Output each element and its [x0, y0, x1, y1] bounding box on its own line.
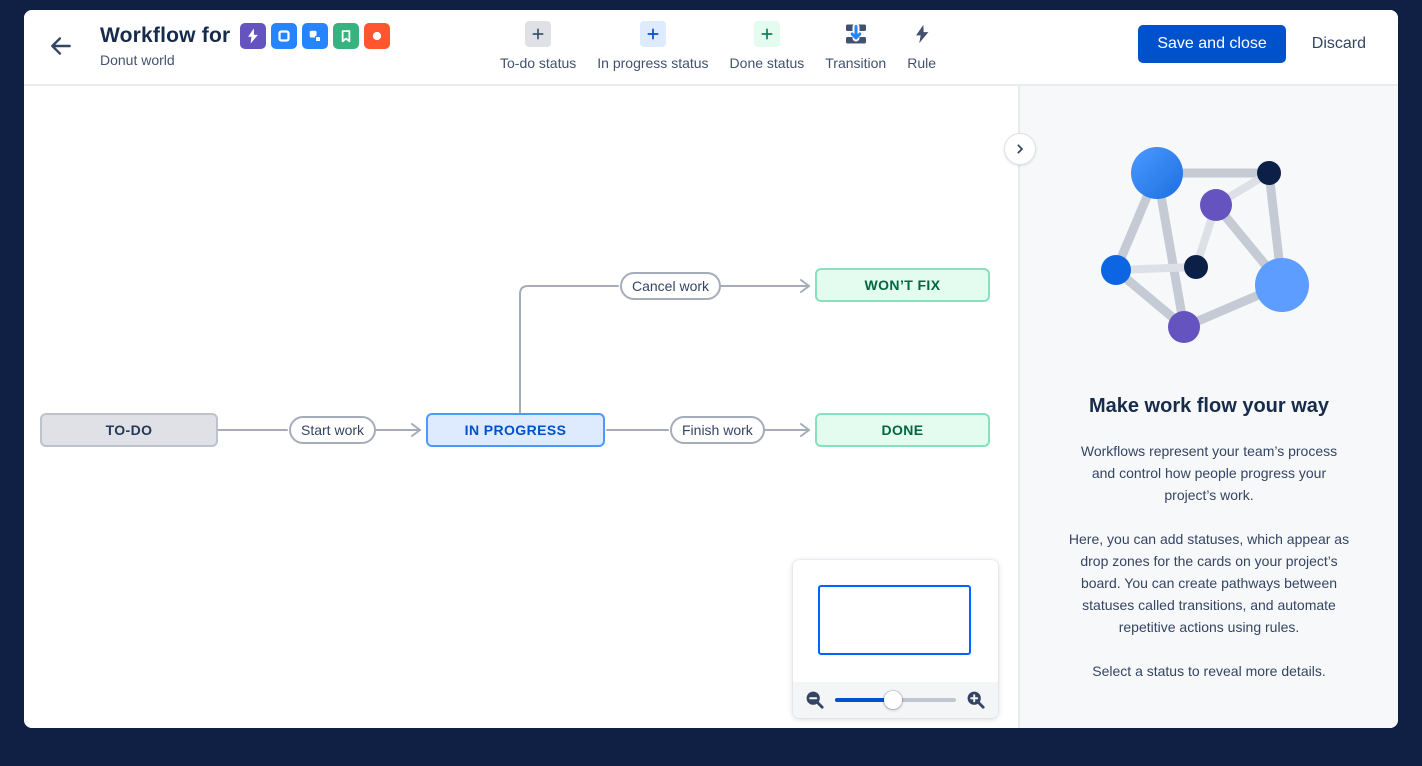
tool-label: In progress status	[597, 55, 709, 71]
bookmark-icon	[333, 23, 360, 49]
minimap-viewport[interactable]	[818, 585, 971, 655]
discard-button[interactable]: Discard	[1311, 35, 1366, 52]
magnifier-plus-icon	[967, 691, 985, 709]
network-graph-illustration	[1101, 147, 1309, 343]
sidebar-collapse-button[interactable]	[1004, 133, 1036, 165]
transition-start-work[interactable]: Start work	[289, 416, 377, 444]
workflow-subtitle: Donut world	[100, 52, 175, 68]
plus-icon	[753, 21, 780, 47]
zoom-bar	[793, 682, 998, 718]
page-title: Workflow for	[100, 24, 231, 47]
arrow-left-icon	[51, 36, 71, 55]
tool-rule[interactable]: Rule	[907, 21, 936, 71]
bolt-icon	[909, 21, 935, 47]
magnifier-minus-icon	[806, 691, 824, 709]
transition-finish-work[interactable]: Finish work	[670, 416, 765, 444]
transition-icon	[843, 21, 869, 47]
tool-done-status[interactable]: Done status	[729, 21, 805, 71]
tool-label: Transition	[825, 55, 887, 71]
sidebar-paragraph: Select a status to reveal more details.	[1092, 663, 1326, 679]
tool-label: Rule	[907, 55, 937, 71]
status-node-done[interactable]: DONE	[815, 413, 990, 447]
transition-connectors	[217, 279, 810, 437]
chevron-right-icon	[1017, 144, 1023, 154]
transition-cancel-work[interactable]: Cancel work	[620, 272, 722, 300]
header-actions: Save and close Discard	[1138, 25, 1366, 63]
tool-label: Done status	[729, 55, 805, 71]
bolt-icon	[240, 23, 267, 49]
status-node-todo[interactable]: TO-DO	[40, 413, 218, 447]
app-window: Workflow for	[24, 10, 1398, 728]
story-icon	[271, 23, 298, 49]
minimap-panel	[793, 560, 998, 718]
tool-label: To-do status	[500, 55, 577, 71]
issue-type-icons	[240, 23, 391, 49]
tool-transition[interactable]: Transition	[825, 21, 886, 71]
zoom-in-button[interactable]	[965, 689, 987, 711]
sidebar-description: Workflows represent your team’s process …	[1068, 440, 1350, 682]
header-left: Workflow for	[44, 23, 391, 68]
editor-toolbar: To-do status In progress status Done sta…	[500, 21, 936, 71]
sidebar-heading: Make work flow your way	[1088, 395, 1330, 417]
back-button[interactable]	[44, 29, 78, 63]
sidebar-paragraph: Workflows represent your team’s process …	[1080, 443, 1338, 503]
status-node-in-progress[interactable]: IN PROGRESS	[426, 413, 605, 447]
tool-inprogress-status[interactable]: In progress status	[597, 21, 709, 71]
plus-icon	[639, 21, 666, 47]
top-bar: Workflow for	[24, 10, 1398, 86]
editor-body: TO-DO IN PROGRESS DONE WON’T FIX Start w…	[24, 86, 1398, 728]
title-block: Workflow for	[100, 23, 391, 68]
zoom-slider[interactable]	[835, 691, 956, 709]
circle-icon	[364, 23, 391, 49]
zoom-slider-thumb[interactable]	[884, 691, 903, 709]
status-node-wont-fix[interactable]: WON’T FIX	[815, 268, 990, 302]
subtask-icon	[302, 23, 329, 49]
plus-icon	[525, 21, 552, 47]
save-and-close-button[interactable]: Save and close	[1138, 25, 1286, 63]
zoom-slider-fill	[835, 698, 894, 702]
workflow-canvas[interactable]: TO-DO IN PROGRESS DONE WON’T FIX Start w…	[24, 86, 1018, 728]
details-sidebar: Make work flow your way Workflows repres…	[1018, 86, 1398, 728]
sidebar-paragraph: Here, you can add statuses, which appear…	[1068, 531, 1350, 635]
tool-todo-status[interactable]: To-do status	[500, 21, 576, 71]
zoom-out-button[interactable]	[804, 689, 826, 711]
